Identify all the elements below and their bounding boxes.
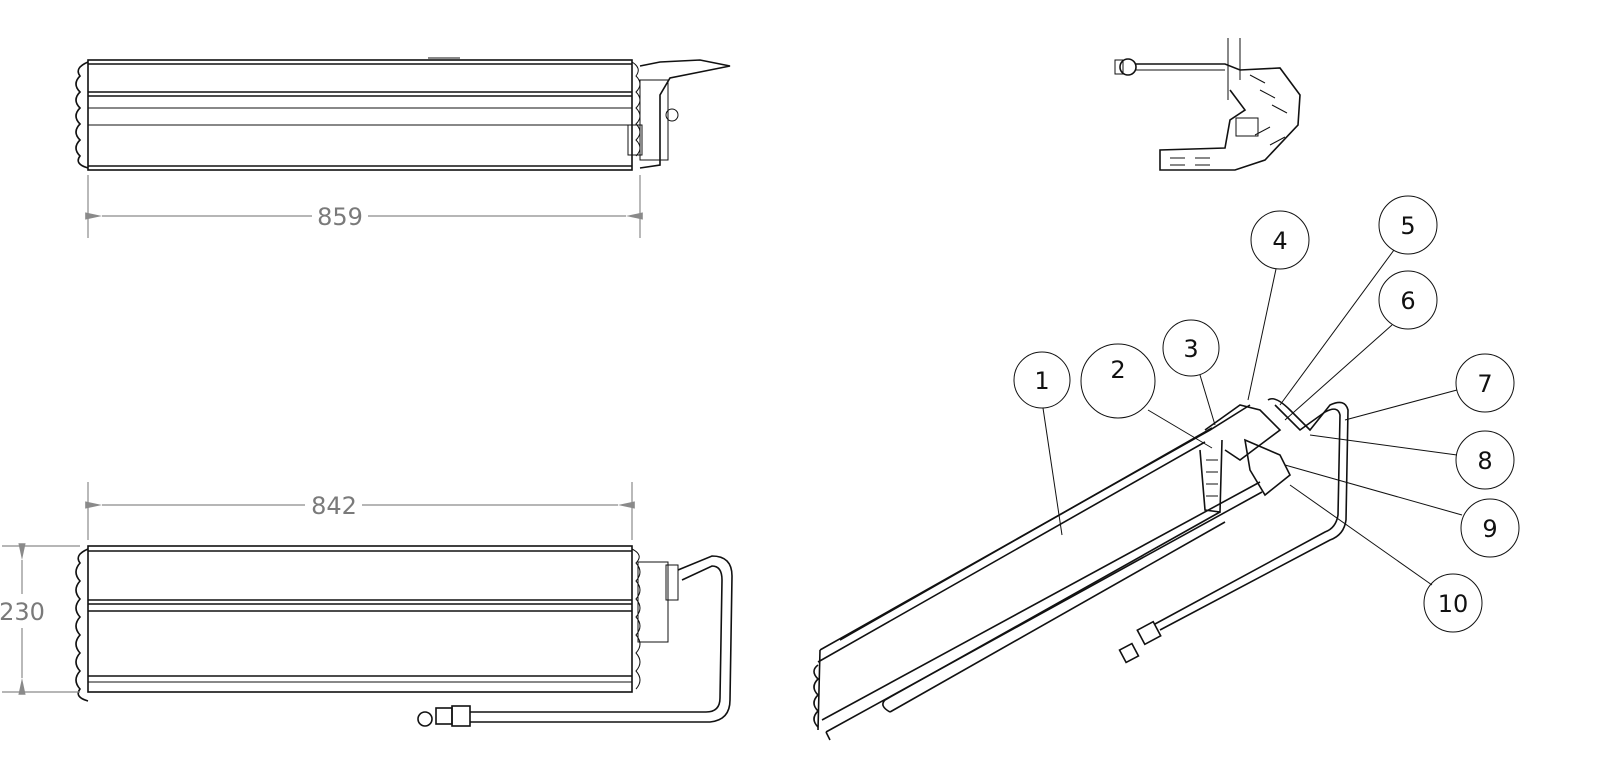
- dimension-859: 859: [85, 175, 643, 238]
- svg-text:4: 4: [1272, 227, 1287, 255]
- front-view: [75, 545, 733, 727]
- svg-text:6: 6: [1400, 287, 1415, 315]
- balloon-10: 10: [1423, 573, 1483, 633]
- balloon-1: 1: [1013, 351, 1071, 409]
- dimension-label-842: 842: [311, 492, 357, 520]
- svg-text:3: 3: [1183, 335, 1198, 363]
- dimension-230: 230: [0, 543, 80, 695]
- svg-text:10: 10: [1438, 590, 1469, 618]
- balloon-3: 3: [1162, 319, 1220, 377]
- svg-text:5: 5: [1400, 212, 1415, 240]
- dimension-842: 842: [85, 482, 635, 540]
- svg-text:8: 8: [1477, 447, 1492, 475]
- svg-text:2: 2: [1110, 356, 1125, 384]
- balloon-7: 7: [1455, 353, 1515, 413]
- top-view: [75, 57, 731, 171]
- balloon-6: 6: [1378, 270, 1438, 330]
- dimension-label-859: 859: [317, 203, 363, 231]
- svg-text:7: 7: [1477, 370, 1492, 398]
- isometric-view: [813, 397, 1349, 741]
- balloon-9: 9: [1460, 498, 1520, 558]
- balloon-4: 4: [1250, 210, 1310, 270]
- svg-text:9: 9: [1482, 515, 1497, 543]
- balloon-2: 2: [1080, 343, 1156, 419]
- detail-view: [1114, 38, 1301, 171]
- balloon-5: 5: [1378, 195, 1438, 255]
- balloon-leaders: [1042, 249, 1463, 586]
- svg-text:1: 1: [1034, 367, 1049, 395]
- dimension-label-230: 230: [0, 598, 45, 626]
- balloon-8: 8: [1455, 430, 1515, 490]
